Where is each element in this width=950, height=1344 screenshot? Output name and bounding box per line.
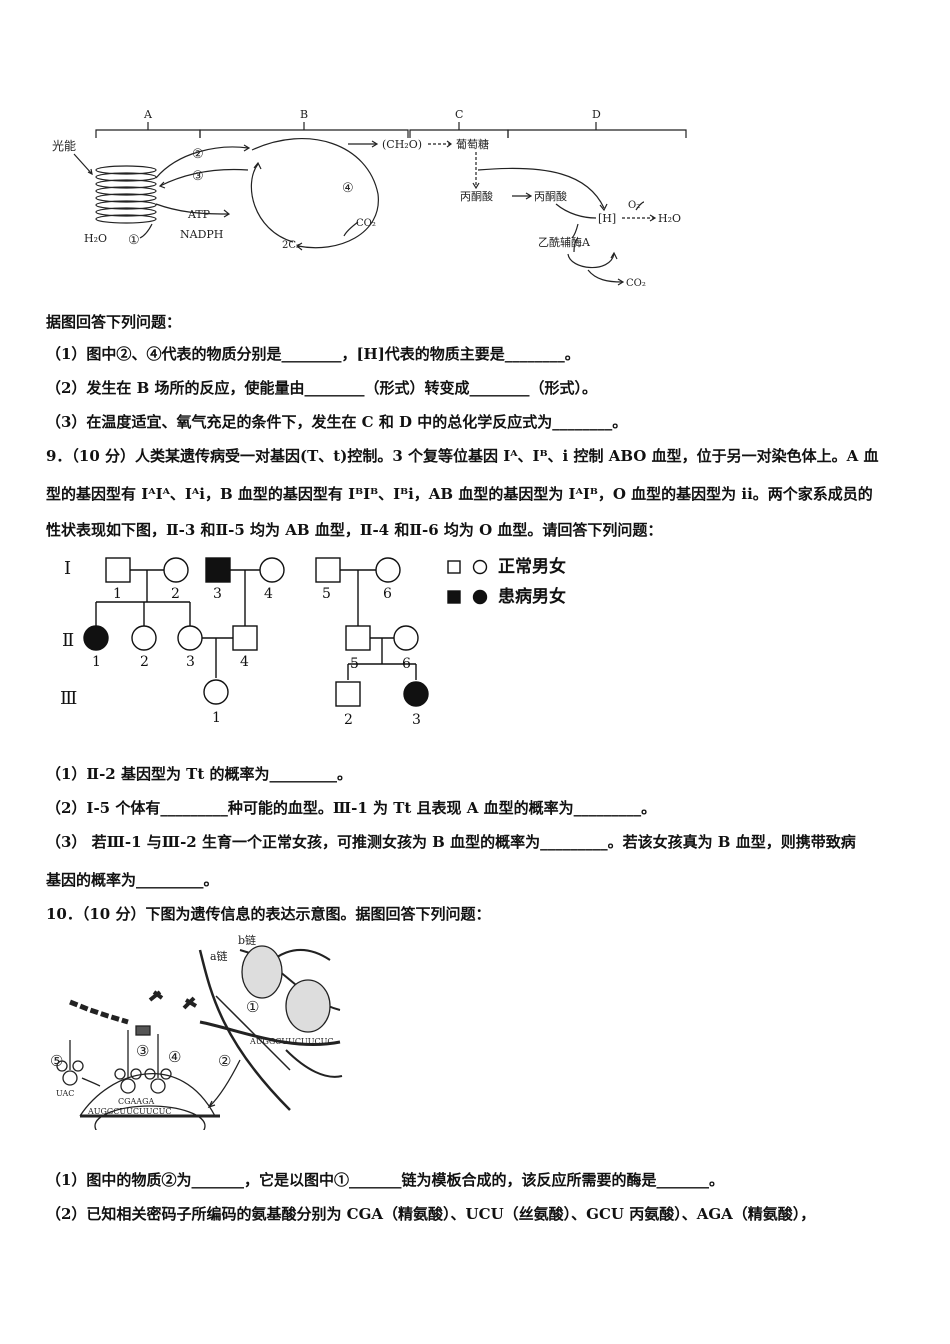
q8-part-3: （3）在温度适宜、氧气充足的条件下，发生在 C 和 D 中的总化学反应式为___… [46,413,628,431]
ped-I-1-num: 1 [113,586,122,602]
ped-I-3-affected-male [205,557,231,583]
c3-label: 2C₃ [282,240,300,251]
gen-label-I: Ⅰ [64,558,71,579]
h-label: [H] [598,212,616,225]
ped-I-6-female [375,557,401,583]
trna-middle [114,1030,142,1094]
gen-label-III: Ⅲ [60,688,77,709]
trna-right [144,1034,172,1094]
glucose-label: 葡萄糖 [456,137,489,151]
codon-label: CGAAGA [118,1097,154,1106]
section-a-label: A [143,108,153,121]
q9-stem-line-1: 9．（10 分）人类某遗传病受一对基因(T、t)控制。3 个复等位基因 Iᴬ、I… [46,447,879,465]
legend-normal-female-icon [472,559,488,575]
section-b-label: B [300,108,308,121]
pyruvate-label-2: 丙酮酸 [534,189,567,203]
co2-out-label: CO₂ [626,278,646,289]
ped-II-3-num: 3 [186,654,195,670]
legend-affected-label: 患病男女 [498,586,566,607]
acetyl-coa-label: 乙酰辅酶A [538,235,591,249]
q9-part-1: （1）Ⅱ-2 基因型为 Tt 的概率为_________。 [46,765,352,783]
ped-III-2-num: 2 [344,712,353,728]
ped-III-2-male [335,681,361,707]
a-chain-label: a链 [210,949,228,963]
q8-part-1: （1）图中②、④代表的物质分别是________，[H]代表的物质主要是____… [46,345,580,363]
atp-label: ATP [187,208,211,221]
circle-4: ④ [342,181,354,196]
circle-2-label: ② [218,1052,231,1070]
q9-part-2: （2）Ⅰ-5 个体有_________种可能的血型。Ⅲ-1 为 Tt 且表现 A… [46,799,657,817]
q8-part-2: （2）发生在 B 场所的反应，使能量由________（形式）转变成______… [46,379,598,397]
ribosome-small-subunit [94,1105,206,1130]
q9-part-3a: （3） 若Ⅲ-1 与Ⅲ-2 生育一个正常女孩，可推测女孩为 B 血型的概率为__… [46,833,856,851]
q10-part-2: （2）已知相关密码子所编码的氨基酸分别为 CGA（精氨酸）、UCU（丝氨酸）、G… [46,1205,816,1223]
ped-II-5-num: 5 [350,656,359,672]
circle-1: ① [128,233,140,248]
q10-intro: 10．（10 分）下图为遗传信息的表达示意图。据图回答下列问题： [46,905,491,923]
nadph-label: NADPH [180,228,223,241]
trna-left [56,1040,84,1086]
light-energy-label: 光能 [52,139,76,153]
legend-affected-female-icon [472,589,488,605]
ped-II-6-num: 6 [402,656,411,672]
circle-3-label: ③ [136,1042,149,1060]
section-d-label: D [592,108,601,121]
circle-3: ③ [192,169,204,184]
photosynthesis-respiration-diagram: A B C D 光能 H₂O ① ② ③ ④ ATP NADPH (CH₂O) … [52,108,687,289]
legend-normal-male-icon [447,560,461,574]
pyruvate-label-1: 丙酮酸 [460,189,493,203]
amino-acid-block [135,1025,151,1036]
ped-II-2-female [131,625,157,651]
ped-III-1-num: 1 [212,710,221,726]
legend-normal-label: 正常男女 [498,556,566,577]
ped-III-1-female [203,679,229,705]
ped-I-4-female [259,557,285,583]
thylakoid-stack-icon [95,165,157,224]
dna-helix-segment-1 [241,945,283,999]
h2o-label: H₂O [84,232,107,245]
o2-label: O₂ [628,200,640,211]
q8-intro: 据图回答下列问题： [46,313,182,331]
circle-2: ② [192,147,204,162]
legend-affected-male-icon [447,590,461,604]
ped-II-3-female [177,625,203,651]
q9-stem-line-3: 性状表现如下图，Ⅱ-3 和Ⅱ-5 均为 AB 血型，Ⅱ-4 和Ⅱ-6 均为 O … [46,521,663,539]
ped-II-4-num: 4 [240,654,249,670]
circle-5-label: ⑤ [50,1052,63,1070]
q9-stem-line-2: 型的基因型有 IᴬIᴬ、Iᴬi，B 血型的基因型有 IᴮIᴮ、Iᴮi，AB 血型… [46,485,873,503]
gen-label-II: Ⅱ [62,630,74,651]
top-mrna-sequence-label: AUGGCUUCUUCUC [249,1037,334,1046]
ped-I-2-num: 2 [171,586,180,602]
q9-part-3b: 基因的概率为_________。 [46,871,219,889]
section-c-label: C [455,108,463,121]
ped-II-4-male [232,625,258,651]
anticodon-label: UAC [56,1089,74,1098]
ped-I-1-male [105,557,131,583]
ped-III-3-num: 3 [412,712,421,728]
ped-III-3-affected-female [403,681,429,707]
ped-II-1-num: 1 [92,654,101,670]
b-chain-label: b链 [238,933,256,947]
mrna-sequence-label: AUGGCUUCUUCUC [87,1107,172,1116]
ped-I-4-num: 4 [264,586,273,602]
pedigree-chart: Ⅰ Ⅱ Ⅲ 正常男女 患病男女 1 2 3 4 5 6 1 2 3 4 5 6 … [60,556,566,728]
circle-4-label: ④ [168,1048,181,1066]
circle-1-label: ① [246,998,259,1016]
ped-II-2-num: 2 [140,654,149,670]
ped-I-5-male [315,557,341,583]
ped-II-6-female [393,625,419,651]
ped-I-2-female [163,557,189,583]
gene-expression-diagram: b链 a链 ① ② ③ ④ ⑤ AUGGCUUCUUCUC CGAAGA UAC… [50,933,343,1130]
ped-I-3-num: 3 [213,586,222,602]
ped-II-5-male [345,625,371,651]
co2-in-label: CO₂ [356,218,376,229]
h2o-out-label: H₂O [658,212,681,225]
dna-helix-segment-2 [285,979,331,1033]
ped-I-6-num: 6 [383,586,392,602]
ch2o-label: (CH₂O) [382,138,422,151]
ped-I-5-num: 5 [322,586,331,602]
q10-part-1: （1）图中的物质②为_______，它是以图中①_______链为模板合成的，该… [46,1171,724,1189]
ped-II-1-affected-female [83,625,109,651]
